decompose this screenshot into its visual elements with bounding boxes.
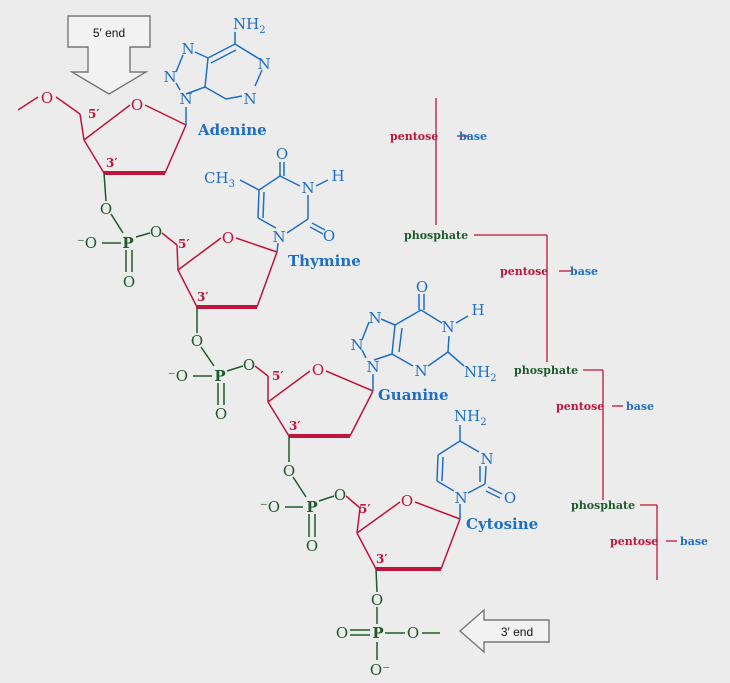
nucleotide-cytosine: O 5′ 3′ N N O NH2 Cytosine: [356, 407, 538, 571]
n1-atom: N: [257, 55, 270, 73]
schematic-base-4: base: [680, 535, 708, 548]
n9-atom: N: [366, 358, 379, 376]
guanine-amine: NH2: [464, 363, 497, 384]
phosphate-ester-oxygen: O: [150, 223, 162, 241]
n1-atom: N: [441, 318, 454, 336]
n9-atom: N: [179, 90, 192, 108]
phosphate-oxygen: O: [283, 462, 295, 480]
schematic-base-2: base: [570, 265, 598, 278]
carbon-five-label: 5′: [88, 107, 100, 121]
n3-atom: N: [414, 362, 427, 380]
c8-n-atom: N: [350, 336, 363, 354]
phosphate-negative-oxygen: ⁻O: [260, 498, 280, 516]
backbone-schematic: pentose base phosphate pentose base phos…: [390, 98, 708, 580]
carbonyl-oxygen-6: O: [416, 278, 428, 296]
phosphate-ester-oxygen: O: [243, 356, 255, 374]
c8-n-atom: N: [163, 68, 176, 86]
n3-atom: N: [243, 90, 256, 108]
imino-hydrogen: H: [471, 301, 484, 319]
phosphate-oxygen: O: [100, 200, 112, 218]
methyl-group: CH3: [204, 169, 235, 190]
thymine-label: Thymine: [288, 252, 361, 270]
phosphate-group-2: O ⁻O P O O: [168, 307, 269, 423]
five-prime-end-arrow: 5′ end: [67, 15, 151, 95]
n7-atom: N: [181, 40, 194, 58]
schematic-pentose-2: pentose: [500, 265, 548, 278]
phosphate-oxygen: O: [191, 332, 203, 350]
phosphate-group-3: O ⁻O P O O: [260, 436, 361, 555]
schematic-phosphate-2: phosphate: [514, 364, 578, 377]
phosphate-group-1: O ⁻O P O O: [77, 172, 178, 291]
schematic-base-1: base: [459, 130, 487, 143]
imino-hydrogen: H: [331, 167, 344, 185]
three-prime-end-arrow: 3′ end: [458, 608, 550, 654]
nucleotide-guanine: O 5′ 3′ N N N N N O H NH2 Guanine: [267, 278, 497, 438]
schematic-phosphate-1: phosphate: [404, 229, 468, 242]
three-prime-end-label: 3′ end: [501, 625, 533, 639]
phosphate-ester-oxygen: O: [407, 624, 419, 642]
sugar-ring-oxygen: O: [131, 96, 143, 114]
n3-atom: N: [301, 179, 314, 197]
phosphate-negative-oxygen: ⁻O: [168, 367, 188, 385]
phosphate-ester-oxygen: O: [334, 486, 346, 504]
carbonyl-oxygen-2: O: [323, 227, 335, 245]
nucleotide-thymine: O 5′ 3′ N N O O H CH3 Thymine: [176, 145, 361, 309]
cytosine-amine: NH2: [454, 407, 487, 428]
five-prime-end-label: 5′ end: [93, 26, 125, 40]
carbon-five-label: 5′: [272, 369, 284, 383]
five-prime-oxygen: O: [41, 89, 53, 107]
n7-atom: N: [368, 309, 381, 327]
n3-atom: N: [480, 450, 493, 468]
carbon-five-label: 5′: [359, 502, 371, 516]
phosphorus-atom: P: [122, 234, 133, 252]
schematic-pentose-3: pentose: [556, 400, 604, 413]
guanine-label: Guanine: [378, 386, 449, 404]
schematic-pentose-4: pentose: [610, 535, 658, 548]
carbon-three-label: 3′: [106, 156, 118, 170]
phosphorus-atom: P: [306, 498, 317, 516]
schematic-base-3: base: [626, 400, 654, 413]
sugar-ring-oxygen: O: [401, 492, 413, 510]
phosphate-negative-oxygen: ⁻O: [77, 234, 97, 252]
schematic-phosphate-3: phosphate: [571, 499, 635, 512]
phosphate-double-oxygen: O: [123, 273, 135, 291]
sugar-ring-oxygen: O: [222, 229, 234, 247]
sugar-ring-oxygen: O: [312, 361, 324, 379]
n1-atom: N: [454, 489, 467, 507]
carbonyl-oxygen-4: O: [276, 145, 288, 163]
carbon-three-label: 3′: [197, 290, 209, 304]
phosphorus-atom: P: [372, 624, 383, 642]
phosphate-negative-oxygen: O⁻: [370, 661, 390, 679]
phosphate-double-oxygen: O: [215, 405, 227, 423]
carbon-three-label: 3′: [376, 552, 388, 566]
phosphate-double-oxygen: O: [306, 537, 318, 555]
nucleotide-adenine: O O 5′ 3′ N N N N N NH2 Adenine: [17, 15, 271, 175]
carbon-three-label: 3′: [289, 419, 301, 433]
adenine-label: Adenine: [197, 121, 267, 139]
adenine-amine: NH2: [233, 15, 266, 36]
carbonyl-oxygen-2: O: [504, 489, 516, 507]
phosphate-oxygen: O: [371, 591, 383, 609]
carbon-five-label: 5′: [178, 237, 190, 251]
phosphate-double-oxygen: O: [336, 624, 348, 642]
n1-atom: N: [272, 228, 285, 246]
cytosine-label: Cytosine: [466, 515, 538, 533]
terminal-phosphate-group: O O P O O⁻: [336, 568, 440, 679]
schematic-pentose-1: pentose: [390, 130, 438, 143]
phosphorus-atom: P: [214, 367, 225, 385]
